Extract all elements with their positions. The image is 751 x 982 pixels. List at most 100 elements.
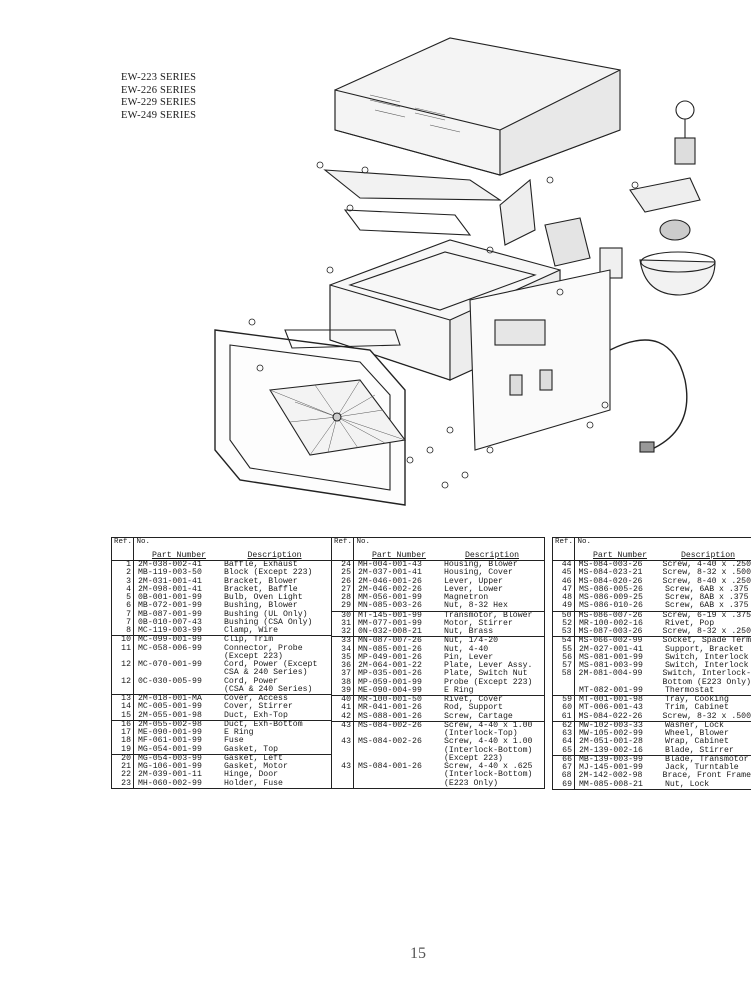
table-row: (Except 223)	[332, 753, 544, 763]
ref-number: 37	[332, 669, 354, 679]
part-number: 2M-055-002-98	[138, 719, 202, 729]
part-description: (Interlock-Top)	[444, 729, 518, 738]
part-description: Rivet, Pop	[665, 618, 715, 628]
description-header: Description	[680, 551, 736, 560]
ref-number: 12	[112, 660, 134, 670]
part-number: MS-086-005-26	[579, 584, 643, 594]
ref-number: 15	[112, 711, 134, 720]
part-description: Pin, Lever	[444, 652, 494, 662]
table-row: (Interlock-Bottom)	[332, 746, 544, 755]
part-number: MM-056-001-99	[358, 593, 422, 602]
ref-number: 57	[553, 661, 575, 671]
cabinet-trim	[284, 329, 401, 349]
part-number: MS-086-010-26	[579, 601, 643, 611]
part-number: MG-054-003-99	[138, 753, 202, 763]
ref-number: 44	[553, 560, 575, 570]
ref-number: 59	[553, 695, 575, 705]
part-number: MR-041-001-26	[358, 703, 422, 713]
ref-number: 64	[553, 737, 575, 747]
part-number: 2M-142-002-98	[578, 771, 643, 781]
part-description: Bushing (UL Only)	[224, 609, 308, 619]
ref-number: 46	[553, 577, 575, 586]
ref-number: 50	[553, 611, 575, 620]
ref-number: 36	[332, 661, 354, 671]
ref-number: 26	[332, 577, 354, 586]
part-description: Housing, Blower	[444, 560, 518, 569]
ref-number: 67	[553, 763, 575, 773]
part-number: MN-085-003-26	[358, 601, 422, 611]
part-description: Screw, 8-40 x .250	[662, 576, 751, 586]
part-number: MG-054-001-99	[138, 744, 202, 754]
power-cord	[609, 339, 688, 453]
ref-number: 58	[553, 669, 575, 679]
part-description: Rod, Support	[444, 703, 503, 713]
ref-header: Ref. No.	[553, 538, 591, 560]
part-number: MS-081-001-99	[579, 652, 643, 662]
part-description: Trim, Cabinet	[665, 703, 729, 713]
ref-number: 42	[332, 712, 354, 721]
part-description: Blade, Stirrer	[665, 745, 734, 755]
part-number: ME-090-004-99	[358, 685, 422, 695]
part-number: MS-087-003-26	[578, 627, 643, 636]
part-description: Thermostat	[665, 685, 715, 695]
part-number: 2M-046-001-26	[358, 576, 422, 586]
part-number: 2M-018-001-MA	[138, 694, 202, 703]
blower-motor	[629, 100, 701, 241]
part-number: MR-100-001-50	[358, 695, 422, 704]
part-description: (Except 223)	[444, 753, 503, 763]
table-row: (CSA & 240 Series)	[112, 685, 331, 694]
ref-number: 28	[332, 593, 354, 603]
part-description: Transmotor, Blower	[444, 610, 533, 620]
ref-number: 35	[332, 653, 354, 662]
part-number: MF-061-001-99	[138, 736, 202, 746]
part-description: Socket, Spade Term	[662, 636, 751, 646]
ref-number: 52	[553, 619, 575, 628]
part-number: MH-060-002-99	[138, 778, 202, 788]
ref-number: 22	[112, 770, 134, 780]
table-row: (Interlock-Bottom)	[332, 770, 544, 780]
ref-number: 27	[332, 585, 354, 594]
part-description: (Except 223)	[224, 651, 283, 661]
ref-number: 24	[332, 560, 354, 570]
part-number-header: Part Number	[151, 551, 207, 560]
part-description: Gasket, Motor	[224, 762, 288, 771]
ref-number	[332, 779, 354, 788]
part-number: 2M-051-001-28	[579, 737, 643, 747]
ref-number	[112, 669, 134, 678]
part-number	[354, 780, 440, 788]
part-description: Bushing, Blower	[224, 601, 298, 611]
ref-number: 45	[553, 568, 575, 578]
part-description: Screw, 8AB x .375	[665, 593, 749, 602]
ref-number	[332, 730, 354, 739]
part-number: MS-084-020-26	[578, 576, 643, 586]
table-row: (Except 223)	[112, 651, 331, 661]
series-list: EW-223 SERIES EW-226 SERIES EW-229 SERIE…	[121, 72, 196, 122]
series-label: EW-223 SERIES	[121, 72, 197, 83]
part-number: MP-059-001-99	[358, 677, 422, 687]
part-number: 2M-081-004-99	[578, 669, 643, 679]
part-description: Motor, Stirrer	[444, 618, 513, 628]
part-description: Duct, Exh-Top	[224, 710, 288, 720]
part-description: Baffle, Exhaust	[224, 560, 298, 569]
